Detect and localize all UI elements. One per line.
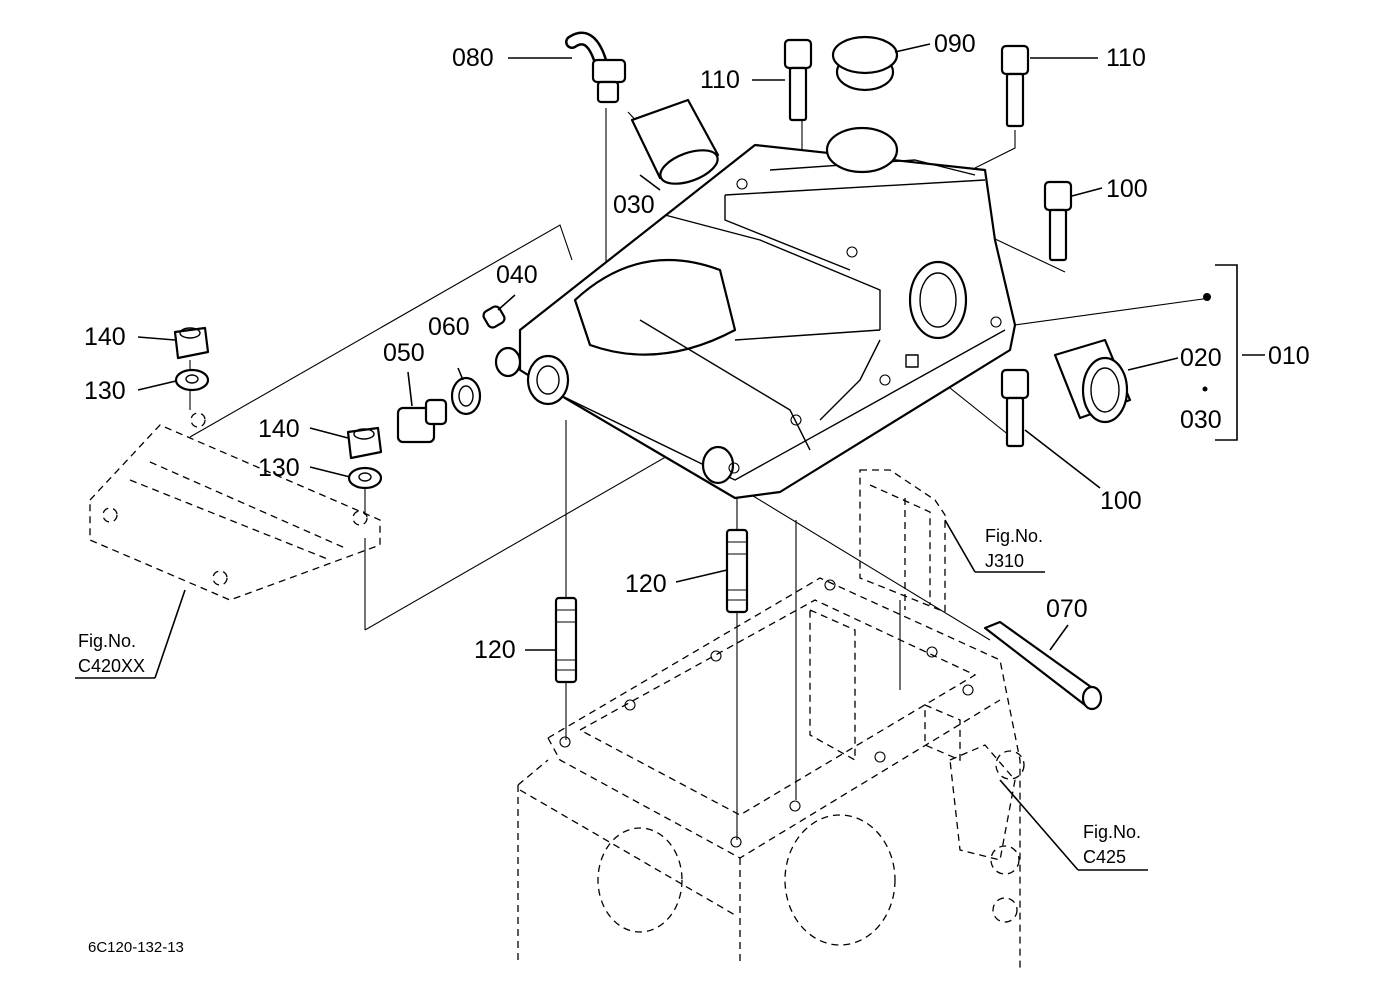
figref-c420xx-prefix: Fig.No.: [78, 631, 136, 651]
figure-reference-c420xx: Fig.No. C420XX: [78, 631, 145, 676]
callout-050: 050: [383, 339, 425, 367]
transmission-case: [517, 577, 1025, 970]
nut-140-mid: [346, 426, 383, 460]
stud-120-right: [725, 528, 749, 614]
callout-120-lower: 120: [474, 636, 516, 664]
figref-c425-prefix: Fig.No.: [1083, 822, 1141, 842]
figref-j310-prefix: Fig.No.: [985, 526, 1043, 546]
link-assembly-j310: [859, 469, 946, 613]
plug-090: [831, 35, 899, 92]
bushing-030-top: [630, 98, 720, 185]
figref-c420xx-code: C420XX: [78, 656, 145, 676]
callout-070: 070: [1046, 595, 1088, 623]
callout-080: 080: [452, 44, 494, 72]
callout-110-right: 110: [1106, 44, 1146, 72]
bolt-110-left: [783, 38, 813, 122]
callout-060: 060: [428, 313, 470, 341]
nut-140-left: [173, 326, 210, 360]
bolt-100-bottom: [1000, 368, 1030, 448]
bolt-110-right: [1000, 44, 1030, 128]
figref-j310-code: J310: [985, 551, 1024, 571]
bolt-100-top: [1043, 180, 1073, 262]
cover-plate-c420xx: [89, 412, 381, 601]
hose-elbow-080: [565, 31, 627, 104]
leader-lines: [75, 43, 1265, 871]
bushing-020-030-right: [1053, 338, 1132, 424]
callout-030-top: 030: [613, 191, 655, 219]
stud-120-left: [554, 596, 578, 684]
o-ring-060: [450, 376, 482, 416]
callout-110-left: 110: [700, 66, 740, 94]
callout-010: 010: [1268, 342, 1310, 370]
callout-130-left: 130: [84, 377, 126, 405]
washer-130-left: [174, 368, 210, 392]
callout-100-top: 100: [1106, 175, 1148, 203]
plug-050: [396, 398, 448, 444]
washer-130-mid: [347, 466, 383, 490]
figref-c425-code: C425: [1083, 847, 1126, 867]
set-screw-040: [482, 305, 506, 329]
callout-020: 020: [1180, 344, 1222, 372]
drawing-code: 6C120-132-13: [88, 939, 184, 956]
callout-130-mid: 130: [258, 454, 300, 482]
callout-120-upper: 120: [625, 570, 667, 598]
callout-140-left: 140: [84, 323, 126, 351]
callout-030-right: 030: [1180, 406, 1222, 434]
part-callouts: 080 110 090 110 030 100 040 060 050 140 …: [84, 30, 1310, 664]
pin-070: [983, 620, 1103, 711]
hydraulic-cylinder-housing: [494, 126, 1017, 500]
callout-090: 090: [934, 30, 976, 58]
callout-100-bottom: 100: [1100, 487, 1142, 515]
figure-reference-j310: Fig.No. J310: [985, 526, 1043, 571]
callout-140-mid: 140: [258, 415, 300, 443]
figure-reference-c425: Fig.No. C425: [1083, 822, 1141, 867]
callout-040: 040: [496, 261, 538, 289]
